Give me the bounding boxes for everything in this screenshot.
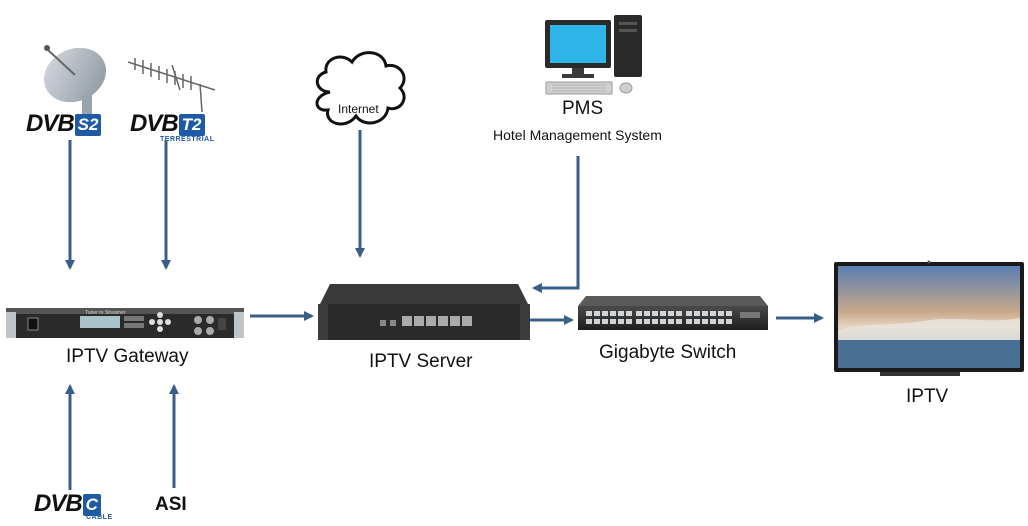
iptv-server-device-icon: [318, 284, 530, 340]
server-label: IPTV Server: [369, 351, 473, 372]
pms-computer-icon: [545, 15, 642, 95]
satellite-dish-icon: [43, 45, 107, 117]
internet-label: Internet: [338, 102, 379, 116]
pms-subtitle: Hotel Management System: [493, 127, 662, 143]
dvb-s2-logo: DVB S2: [26, 110, 102, 137]
tv-label: IPTV: [906, 386, 949, 407]
dvb-c-logo-brand: DVB: [34, 490, 83, 517]
dvb-s2-logo-brand: DVB: [26, 110, 75, 137]
tv-icon: [834, 260, 1024, 376]
dvb-c-logo: DVB C: [34, 492, 101, 516]
iptv-gateway-device-icon: [6, 308, 244, 338]
gateway-label: IPTV Gateway: [66, 346, 189, 367]
gigabyte-switch-device-icon: [578, 296, 768, 330]
internet-cloud-icon: [315, 51, 406, 126]
dvb-c-logo-sub: CABLE: [86, 514, 113, 521]
dvb-t2-logo: DVB T2: [130, 112, 205, 136]
asi-label: ASI: [155, 494, 187, 515]
dvb-t2-logo-brand: DVB: [130, 110, 179, 137]
pms-title: PMS: [562, 98, 604, 119]
dvb-t2-logo-sub: TERRESTRIAL: [160, 136, 215, 143]
dvb-c-logo-suffix: C: [82, 494, 101, 516]
dvb-t2-logo-suffix: T2: [178, 114, 205, 136]
connector-arrows: [65, 130, 824, 490]
switch-label: Gigabyte Switch: [599, 342, 737, 363]
terrestrial-antenna-icon: [127, 58, 216, 113]
dvb-s2-logo-suffix: S2: [74, 114, 102, 136]
arrow-pms-to-switch: [532, 156, 580, 293]
gateway-brand-text: Tuner to Streamer: [85, 310, 126, 316]
